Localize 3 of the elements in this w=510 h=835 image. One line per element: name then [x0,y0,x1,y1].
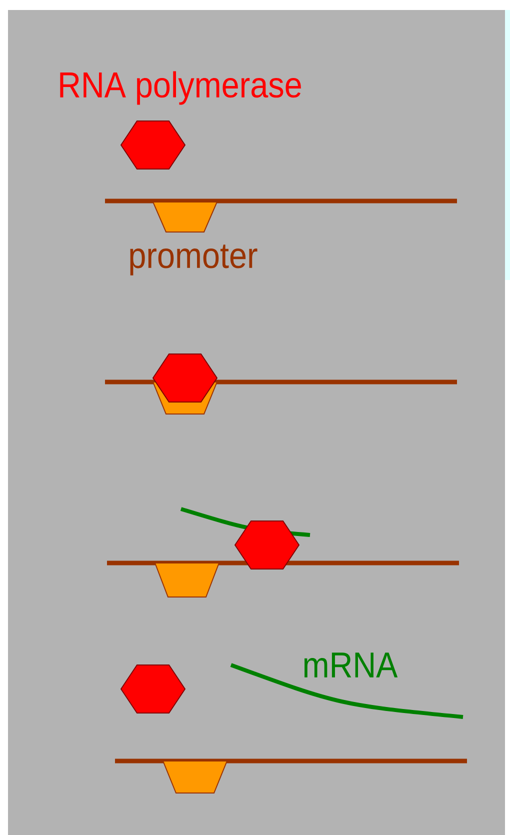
label: mRNA [304,652,398,678]
label: RNA polymerase [60,71,301,105]
label: promoter [130,244,258,276]
